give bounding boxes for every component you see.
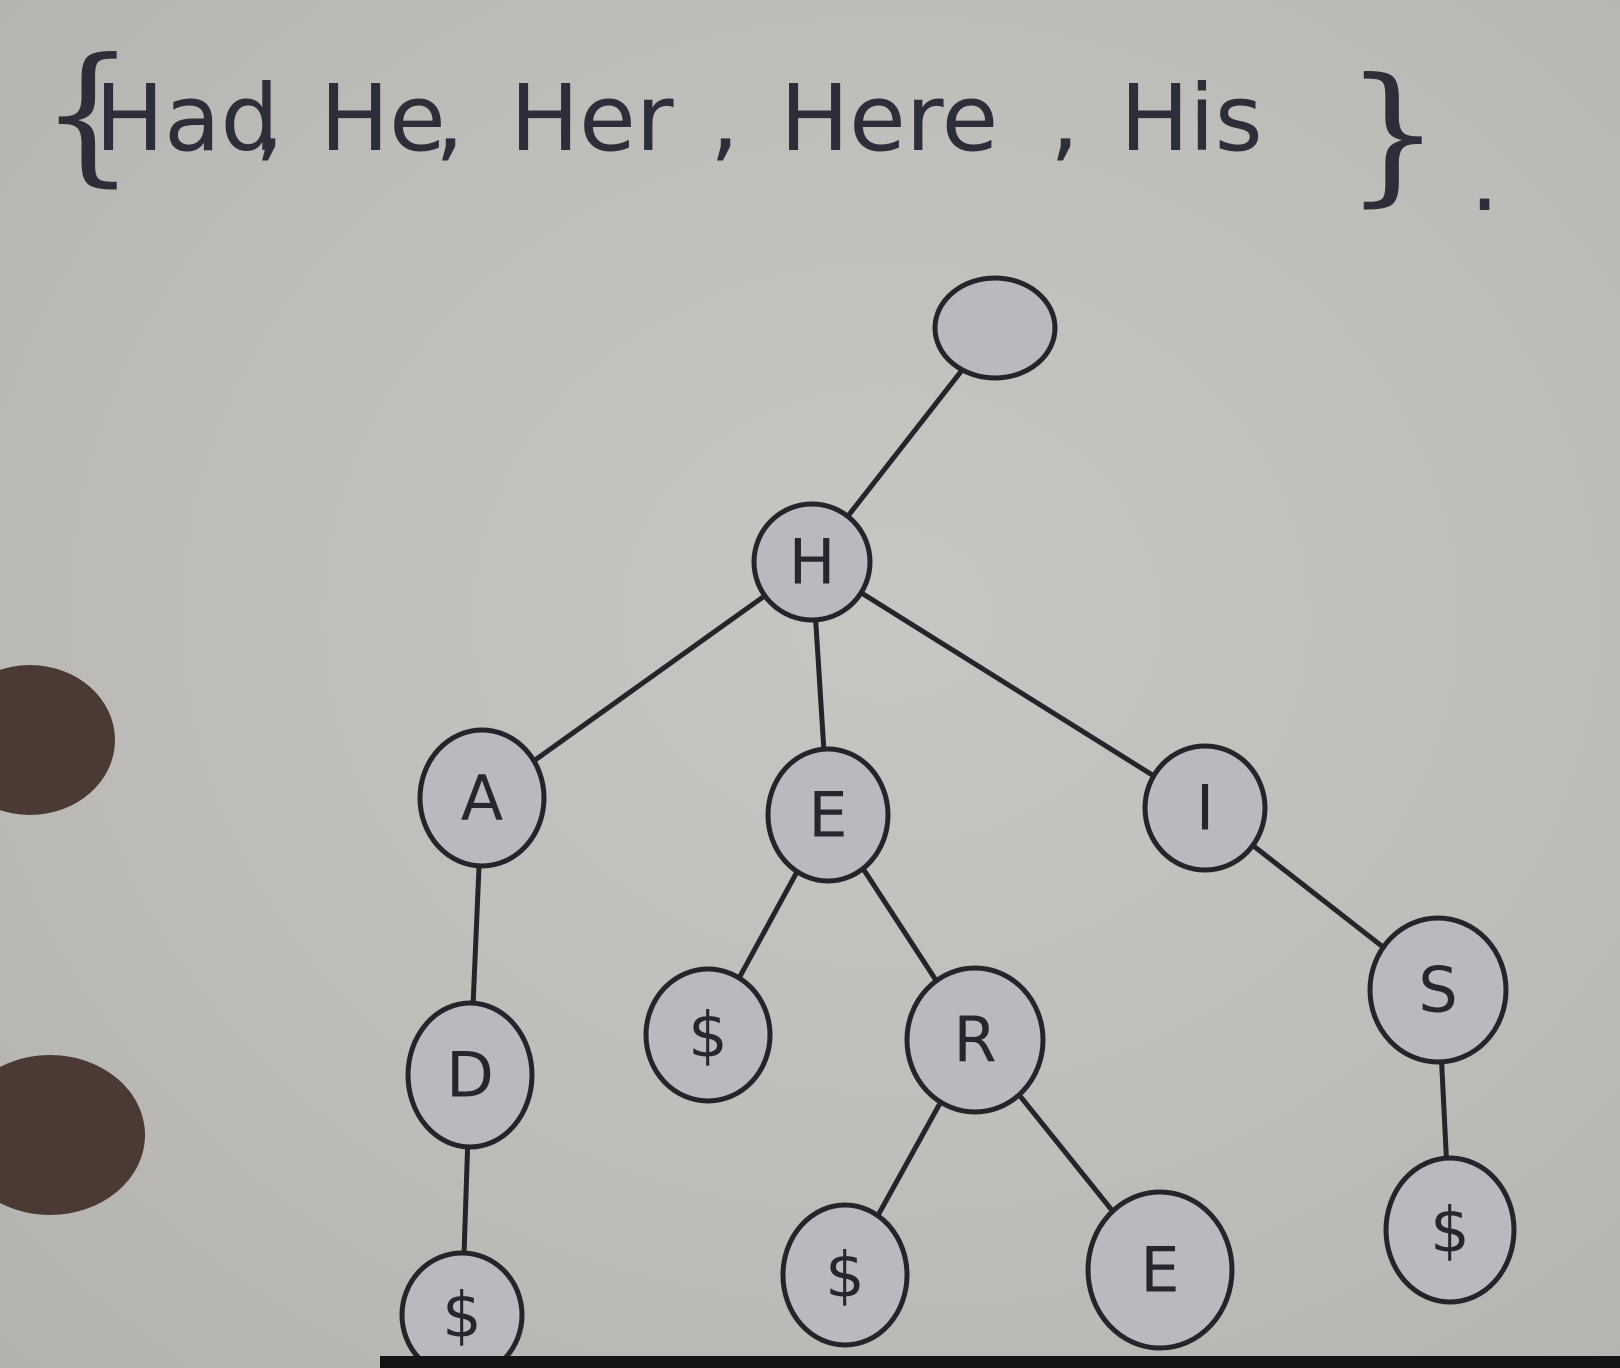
trie-node-label: A xyxy=(461,762,503,835)
trie-node-label: H xyxy=(789,526,836,599)
trie-node-circle xyxy=(904,965,1046,1115)
trie-node-circle xyxy=(643,966,773,1104)
trie-node-label: $ xyxy=(1430,1194,1469,1267)
trie-node-d: D xyxy=(405,1000,535,1150)
trie-node-s: S xyxy=(1367,915,1509,1065)
trie-node-circle xyxy=(399,1250,525,1368)
trie-node-label: $ xyxy=(825,1239,864,1312)
trie-node-d_end: $ xyxy=(399,1250,525,1368)
trie-node-label: $ xyxy=(442,1279,481,1352)
trie-node-label: D xyxy=(446,1039,494,1112)
set-word-her: Her xyxy=(510,65,674,172)
trie-node-h: H xyxy=(751,501,873,623)
trie-node-root xyxy=(932,275,1058,381)
set-open-brace: { xyxy=(40,27,135,201)
trie-node-r_e: E xyxy=(1085,1189,1235,1351)
set-word-he: He xyxy=(320,65,446,172)
trie-node-circle xyxy=(1367,915,1509,1065)
set-separator: , xyxy=(255,65,284,172)
trie-nodes: H A E I D $ $ R $ E S $ xyxy=(399,275,1517,1368)
finger-upper xyxy=(0,665,115,815)
trie-node-circle xyxy=(780,1202,910,1348)
set-end-mark: . xyxy=(1470,125,1499,232)
trie-node-label: R xyxy=(953,1004,996,1077)
trie-edges xyxy=(459,325,1453,1318)
trie-node-e: E xyxy=(765,746,891,884)
trie-node-circle xyxy=(751,501,873,623)
trie-node-circle xyxy=(1142,743,1268,873)
trie-node-s_end: $ xyxy=(1383,1155,1517,1305)
set-word-his: His xyxy=(1120,65,1263,172)
trie-node-e_end: $ xyxy=(643,966,773,1104)
trie-node-circle xyxy=(1383,1155,1517,1305)
trie-node-r: R xyxy=(904,965,1046,1115)
trie-edge-h-i xyxy=(809,559,1208,811)
trie-node-label: I xyxy=(1196,772,1214,845)
trie-node-circle xyxy=(417,727,547,869)
trie-node-a: A xyxy=(417,727,547,869)
trie-edge-h-a xyxy=(479,559,815,801)
trie-node-label: E xyxy=(808,779,847,852)
set-word-here: Here xyxy=(780,65,998,172)
bottom-bar xyxy=(380,1356,1620,1368)
trie-node-label: S xyxy=(1418,954,1457,1027)
trie-node-circle xyxy=(405,1000,535,1150)
trie-node-r_end: $ xyxy=(780,1202,910,1348)
set-separator: , xyxy=(435,65,464,172)
trie-node-circle xyxy=(765,746,891,884)
set-separator: , xyxy=(710,65,739,172)
trie-node-i: I xyxy=(1142,743,1268,873)
finger-lower xyxy=(0,1055,145,1215)
word-set: { Had , He , Her , Here , His } . xyxy=(40,27,1499,232)
trie-node-label: $ xyxy=(688,999,727,1072)
trie-node-circle xyxy=(1085,1189,1235,1351)
set-word-had: Had xyxy=(95,65,279,172)
set-close-brace: } xyxy=(1345,47,1440,221)
trie-node-circle xyxy=(932,275,1058,381)
set-separator: , xyxy=(1050,65,1079,172)
trie-node-label: E xyxy=(1140,1234,1179,1307)
